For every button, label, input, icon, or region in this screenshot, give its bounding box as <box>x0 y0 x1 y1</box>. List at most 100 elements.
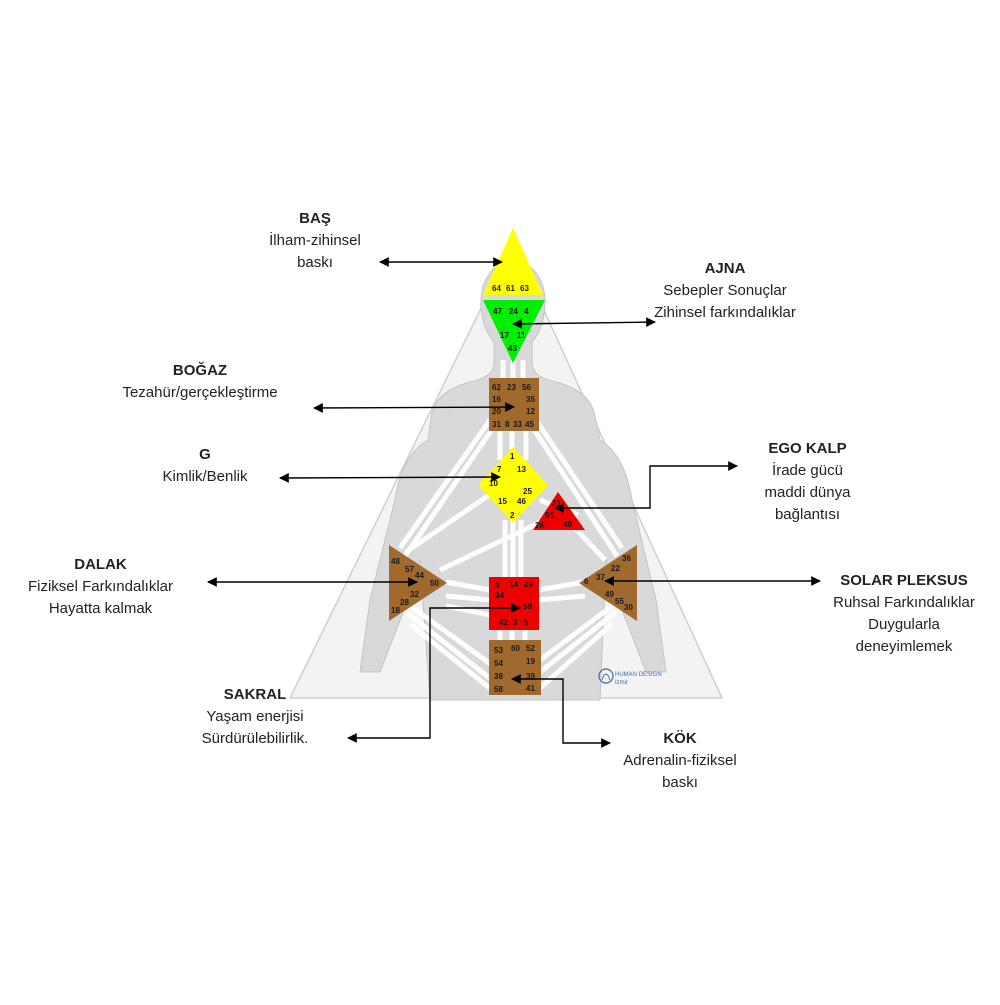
gate-label: 3 <box>513 618 518 627</box>
arrow-sacral <box>347 603 521 743</box>
root-title: KÖK <box>663 730 697 747</box>
g-center <box>478 447 548 523</box>
ajna-title: AJNA <box>704 260 746 277</box>
gate-label: 19 <box>526 657 535 666</box>
gate-label: 24 <box>509 307 518 316</box>
gate-label: 58 <box>494 685 503 694</box>
gate-label: 14 <box>509 580 518 589</box>
gate-label: 57 <box>405 565 414 574</box>
spleen-label: DALAK Fiziksel Farkındalıklar Hayatta ka… <box>8 554 193 620</box>
gate-label: 2 <box>510 511 515 520</box>
ego-desc-2: maddi dünya <box>764 484 851 501</box>
head-center <box>483 228 543 295</box>
spleen-center <box>389 545 447 621</box>
gate-label: 43 <box>508 344 517 353</box>
gate-label: 32 <box>410 590 419 599</box>
ajna-label: AJNA Sebepler Sonuçlar Zihinsel farkında… <box>620 258 830 324</box>
gate-label: 44 <box>415 571 424 580</box>
gate-label: 30 <box>624 603 633 612</box>
svg-text:İzmir: İzmir <box>615 679 628 686</box>
gate-label: 45 <box>525 420 534 429</box>
sacral-label: SAKRAL Yaşam enerjisi Sürdürülebilirlik. <box>170 684 340 750</box>
gate-label: 9 <box>524 618 529 627</box>
ajna-desc-2: Zihinsel farkındalıklar <box>654 304 796 321</box>
gate-label: 29 <box>524 580 533 589</box>
gate-label: 15 <box>498 497 507 506</box>
gate-label: 51 <box>545 511 554 520</box>
gate-label: 50 <box>430 579 439 588</box>
gate-label: 46 <box>517 497 526 506</box>
head-desc-1: İlham-zihinsel <box>269 232 361 249</box>
ajna-center <box>483 300 545 363</box>
gate-label: 56 <box>522 383 531 392</box>
g-label: G Kimlik/Benlik <box>135 444 275 488</box>
gate-label: 18 <box>391 606 400 615</box>
gate-label: 6 <box>584 577 589 586</box>
gate-label: 5 <box>495 580 500 589</box>
solar-plexus-desc-3: deneyimlemek <box>855 638 953 655</box>
solar-plexus-title: SOLAR PLEKSUS <box>840 572 968 589</box>
sacral-desc-2: Sürdürülebilirlik. <box>201 730 309 747</box>
gate-label: 60 <box>511 644 520 653</box>
ego-label: EGO KALP İrade gücü maddi dünya bağlantı… <box>740 438 875 526</box>
gate-label: 1 <box>510 452 515 461</box>
ajna-desc-1: Sebepler Sonuçlar <box>663 282 787 299</box>
root-desc-1: Adrenalin-fiziksel <box>623 752 737 769</box>
gate-label: 59 <box>523 602 532 611</box>
gate-label: 52 <box>526 644 535 653</box>
gate-label: 13 <box>517 465 526 474</box>
gate-label: 38 <box>494 672 503 681</box>
root-label: KÖK Adrenalin-fiziksel baskı <box>600 728 760 794</box>
root-desc-2: baskı <box>662 774 698 791</box>
sacral-title: SAKRAL <box>223 686 287 703</box>
ego-desc-3: bağlantısı <box>774 506 841 523</box>
gate-label: 63 <box>520 284 529 293</box>
gate-label: 47 <box>493 307 502 316</box>
gate-label: 33 <box>513 420 522 429</box>
gate-label: 10 <box>489 479 498 488</box>
gate-label: 42 <box>499 618 508 627</box>
arrow-g <box>279 472 501 483</box>
gate-label: 8 <box>505 420 510 429</box>
solar-plexus-desc-1: Ruhsal Farkındalıklar <box>833 594 975 611</box>
gate-label: 62 <box>492 383 501 392</box>
gate-label: 55 <box>615 597 624 606</box>
gate-label: 21 <box>552 499 561 508</box>
gate-label: 20 <box>492 407 501 416</box>
gate-label: 22 <box>611 564 620 573</box>
gate-label: 49 <box>605 590 614 599</box>
connector-arrows <box>207 257 821 748</box>
gate-label: 37 <box>596 573 605 582</box>
gate-label: 40 <box>563 520 572 529</box>
spleen-desc-1: Fiziksel Farkındalıklar <box>27 578 174 595</box>
gate-label: 36 <box>622 554 631 563</box>
gate-label: 41 <box>526 684 535 693</box>
gate-label: 28 <box>400 598 409 607</box>
solar-plexus-label: SOLAR PLEKSUS Ruhsal Farkındalıklar Duyg… <box>810 570 998 658</box>
gate-label: 61 <box>506 284 515 293</box>
throat-desc-1: Tezahür/gerçekleştirme <box>122 384 278 401</box>
gate-label: 7 <box>497 465 502 474</box>
gate-label: 25 <box>523 487 532 496</box>
head-desc-2: baskı <box>297 254 333 271</box>
head-label: BAŞ İlham-zihinsel baskı <box>240 208 390 274</box>
throat-title: BOĞAZ <box>172 362 228 379</box>
gate-label: 12 <box>526 407 535 416</box>
g-title: G <box>199 446 211 463</box>
arrow-ajna <box>512 317 656 329</box>
arrow-throat <box>313 402 515 413</box>
gate-label: 11 <box>517 331 526 340</box>
gate-label: 54 <box>494 659 503 668</box>
spleen-desc-2: Hayatta kalmak <box>48 600 153 617</box>
sacral-desc-1: Yaşam enerjisi <box>206 708 304 725</box>
gate-label: 34 <box>495 591 504 600</box>
gate-label: 48 <box>391 557 400 566</box>
head-title: BAŞ <box>299 210 331 227</box>
arrow-root <box>511 674 611 748</box>
svg-text:HUMAN DESIGN: HUMAN DESIGN <box>615 672 662 678</box>
solar-plexus-desc-2: Duygularla <box>868 616 940 633</box>
gate-label: 17 <box>500 331 509 340</box>
gate-label: 31 <box>492 420 501 429</box>
